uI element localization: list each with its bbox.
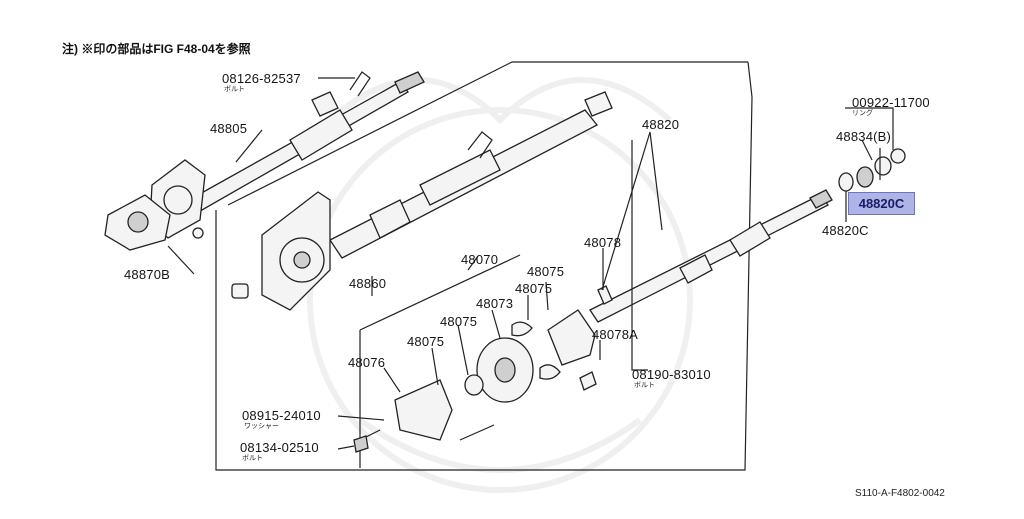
column-bracket xyxy=(231,191,331,311)
label-08126-sub: ボルト xyxy=(224,86,245,93)
column-tube-48860 xyxy=(329,91,613,259)
intermediate-shaft-48820 xyxy=(589,189,833,323)
label-48078a[interactable]: 48078A xyxy=(592,327,639,342)
label-48834b[interactable]: 48834(B) xyxy=(836,129,892,144)
label-48073[interactable]: 48073 xyxy=(476,296,514,311)
highlighted-part-48820c[interactable]: 48820C xyxy=(848,192,915,215)
label-48805[interactable]: 48805 xyxy=(210,121,248,136)
coupling-assembly xyxy=(353,285,613,453)
label-08190-sub: ボルト xyxy=(634,382,655,389)
label-48860[interactable]: 48860 xyxy=(349,276,387,291)
watermark-emblem xyxy=(307,77,693,493)
gearbox-48870b xyxy=(104,194,204,251)
reference-note: 注) ※印の部品はFIG F48-04を参照 xyxy=(62,42,251,56)
label-08915-24010[interactable]: 08915-24010 xyxy=(242,408,321,423)
label-08134-sub: ボルト xyxy=(242,455,263,462)
label-48070[interactable]: 48070 xyxy=(461,252,499,267)
leader-lines xyxy=(167,77,894,450)
label-48075-b[interactable]: 48075 xyxy=(515,281,553,296)
label-00922-sub: リング xyxy=(852,110,873,117)
label-48075-c[interactable]: 48075 xyxy=(440,314,478,329)
label-48075-d[interactable]: 48075 xyxy=(407,334,445,349)
label-48870b[interactable]: 48870B xyxy=(124,267,171,282)
label-48078[interactable]: 48078 xyxy=(584,235,622,250)
label-48820c[interactable]: 48820C xyxy=(822,223,869,238)
ring-set-48820c xyxy=(838,148,906,222)
label-08134-02510[interactable]: 08134-02510 xyxy=(240,440,319,455)
label-48076[interactable]: 48076 xyxy=(348,355,386,370)
label-08126-82537[interactable]: 08126-82537 xyxy=(222,71,301,86)
label-08190-83010[interactable]: 08190-83010 xyxy=(632,367,711,382)
label-48075-a[interactable]: 48075 xyxy=(527,264,565,279)
label-00922-11700[interactable]: 00922-11700 xyxy=(852,95,930,110)
label-08915-sub: ワッシャー xyxy=(244,423,279,430)
diagram-reference-code: S110-A-F4802-0042 xyxy=(855,488,945,499)
label-48820[interactable]: 48820 xyxy=(642,117,680,132)
